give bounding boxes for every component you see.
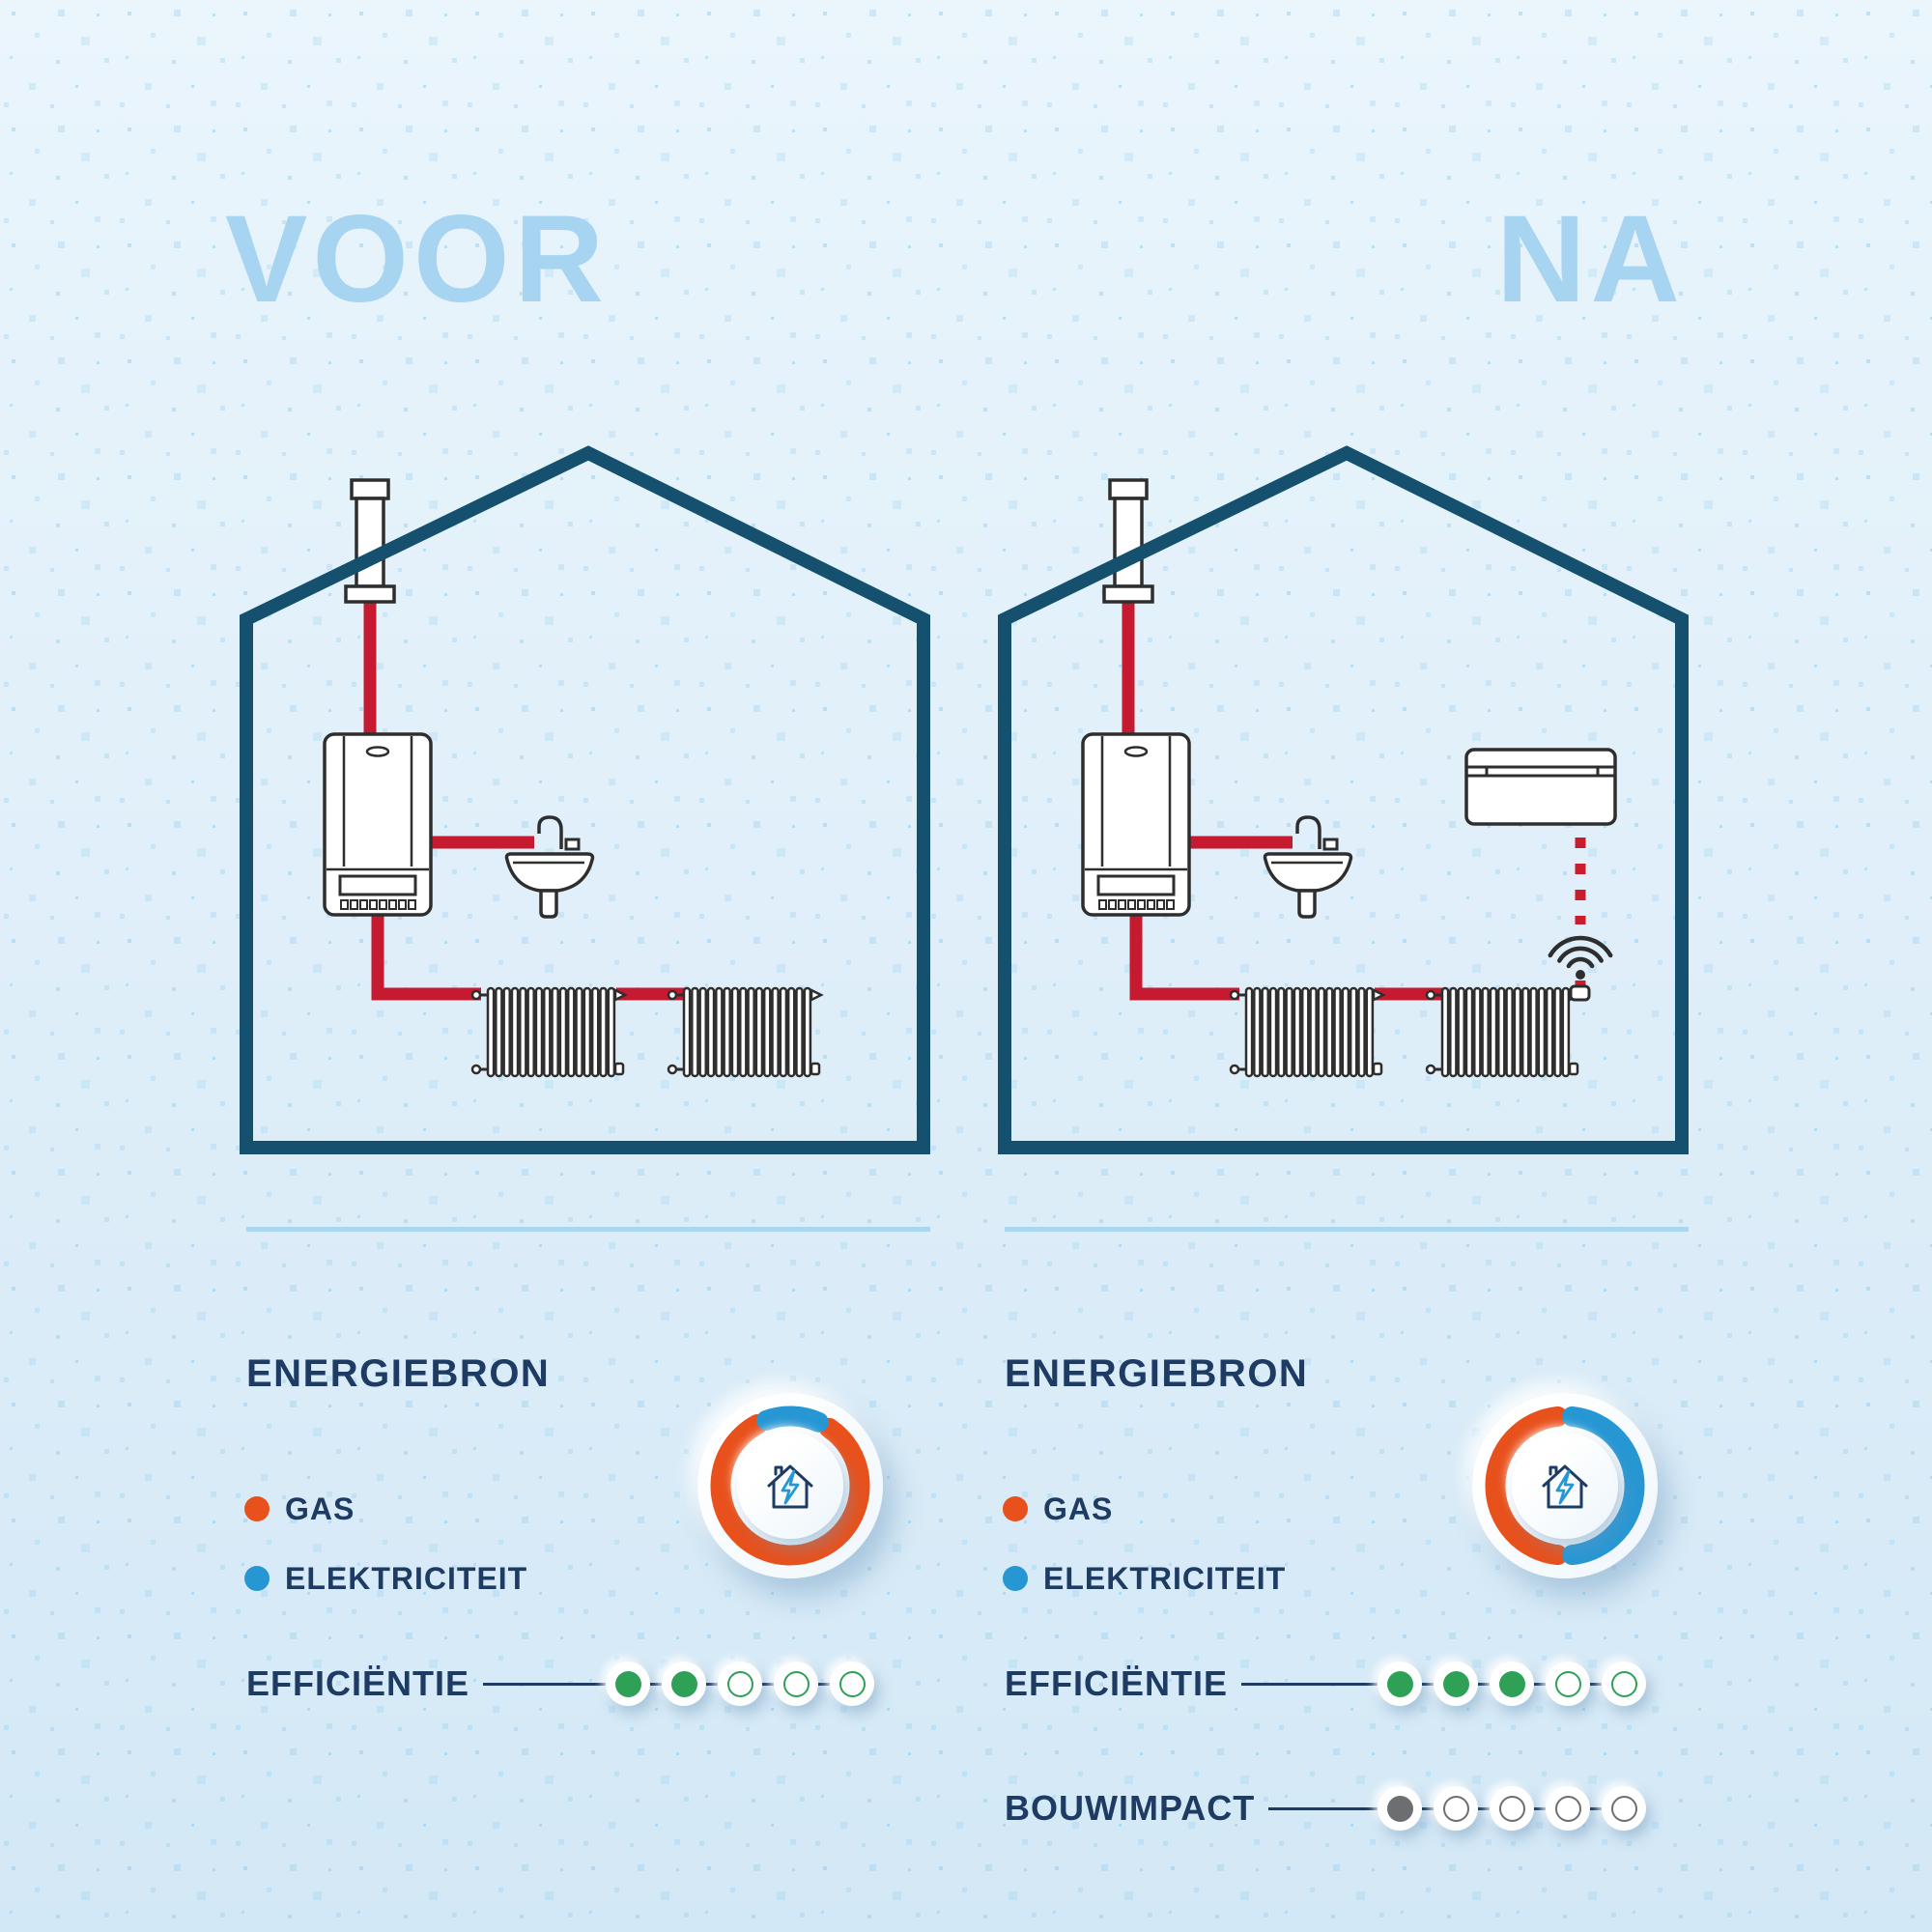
lightning-bolt-icon (781, 1469, 800, 1505)
legend-item-gas: GAS (1003, 1491, 1286, 1526)
rating-dot-filled (1386, 1670, 1413, 1697)
house-before (246, 453, 923, 1148)
rating-label: BOUWIMPACT (1005, 1788, 1256, 1828)
radiator-valve-icon (1569, 984, 1591, 1002)
energy-donut-chart (1485, 1406, 1645, 1566)
rating-dots (606, 1662, 874, 1706)
rating-dots (1378, 1662, 1646, 1706)
rating-dot-empty (1442, 1795, 1469, 1822)
legend-item-electricity: ELEKTRICITEIT (1003, 1560, 1287, 1596)
house-energy-icon (1542, 1464, 1588, 1509)
divider (246, 1227, 930, 1232)
legend-item-gas: GAS (244, 1491, 527, 1526)
wifi-icon (1548, 935, 1613, 980)
rating-dot-badge (718, 1662, 762, 1706)
energy-heading-before: ENERGIEBRON (246, 1352, 551, 1395)
rating-dot-badge (774, 1662, 818, 1706)
legend-label: GAS (1043, 1491, 1114, 1526)
dot-connector-dash (1422, 1682, 1434, 1686)
rating-dot-badge (1490, 1786, 1534, 1831)
gas-dot-icon (1003, 1496, 1028, 1521)
rating-dot-badge (606, 1662, 650, 1706)
rating-dot-badge (1490, 1662, 1534, 1706)
rating-dot-filled (614, 1670, 641, 1697)
rating-row-bouwimpact-after: BOUWIMPACT (1005, 1786, 1646, 1831)
gas-dot-icon (244, 1496, 270, 1521)
rating-dot-empty (726, 1670, 753, 1697)
donut-segment-elektriciteit (755, 1406, 829, 1433)
dot-connector-dash (1478, 1806, 1490, 1810)
rating-dot-badge (1546, 1786, 1590, 1831)
dot-connector-dash (1422, 1806, 1434, 1810)
dot-connector-dash (1478, 1682, 1490, 1686)
rating-dot-empty (1610, 1795, 1637, 1822)
rating-dot-filled (1498, 1670, 1525, 1697)
rating-dots (1378, 1786, 1646, 1831)
divider (1005, 1227, 1689, 1232)
rating-row-efficiency-before: EFFICIËNTIE (246, 1662, 874, 1706)
dot-connector-dash (818, 1682, 830, 1686)
dot-connector-dash (1590, 1806, 1602, 1810)
rating-dot-badge (1378, 1662, 1422, 1706)
energy-donut-before (697, 1393, 883, 1578)
donut-segment-gas (1485, 1406, 1568, 1566)
rating-dot-badge (1602, 1786, 1646, 1831)
connector-line (1241, 1682, 1378, 1686)
donut-segment-elektriciteit (1562, 1406, 1645, 1566)
dot-connector-dash (706, 1682, 718, 1686)
dot-connector-dash (650, 1682, 662, 1686)
rating-label: EFFICIËNTIE (1005, 1663, 1229, 1703)
rating-row-efficiency-after: EFFICIËNTIE (1005, 1662, 1646, 1706)
energy-legend-before: GAS ELEKTRICITEIT (244, 1491, 528, 1596)
rating-dot-filled (1386, 1795, 1413, 1822)
energy-heading-after: ENERGIEBRON (1005, 1352, 1309, 1395)
electricity-dot-icon (244, 1566, 270, 1591)
rating-dot-empty (782, 1670, 810, 1697)
energy-donut-after (1472, 1393, 1658, 1578)
rating-dot-badge (830, 1662, 874, 1706)
legend-item-electricity: ELEKTRICITEIT (244, 1560, 528, 1596)
house-energy-icon (767, 1464, 813, 1509)
rating-dot-filled (670, 1670, 697, 1697)
connector-line (1268, 1806, 1378, 1810)
legend-label: GAS (285, 1491, 355, 1526)
dot-connector-dash (1534, 1806, 1546, 1810)
rating-dot-badge (1434, 1662, 1478, 1706)
rating-dot-empty (1554, 1795, 1581, 1822)
energy-donut-chart (710, 1406, 870, 1566)
rating-dot-badge (662, 1662, 706, 1706)
rating-dot-empty (1610, 1670, 1637, 1697)
rating-dot-badge (1434, 1786, 1478, 1831)
legend-label: ELEKTRICITEIT (285, 1560, 528, 1596)
house-before-diagram (240, 440, 930, 1154)
energy-legend-after: GAS ELEKTRICITEIT (1003, 1491, 1287, 1596)
connector-line (483, 1682, 606, 1686)
dot-connector-dash (1590, 1682, 1602, 1686)
rating-dot-filled (1442, 1670, 1469, 1697)
title-before: VOOR (225, 190, 609, 328)
rating-label: EFFICIËNTIE (246, 1663, 470, 1703)
rating-dot-badge (1546, 1662, 1590, 1706)
donut-segment-gas (710, 1413, 870, 1566)
rating-dot-badge (1602, 1662, 1646, 1706)
rating-dot-empty (838, 1670, 866, 1697)
rating-dot-empty (1498, 1795, 1525, 1822)
dot-connector-dash (1534, 1682, 1546, 1686)
lightning-bolt-icon (1555, 1469, 1575, 1505)
title-after: NA (1496, 190, 1685, 328)
legend-label: ELEKTRICITEIT (1043, 1560, 1287, 1596)
house-after-diagram (998, 440, 1689, 1154)
dot-connector-dash (762, 1682, 774, 1686)
rating-dot-badge (1378, 1786, 1422, 1831)
rating-dot-empty (1554, 1670, 1581, 1697)
wall-unit-icon (1464, 748, 1617, 826)
electricity-dot-icon (1003, 1566, 1028, 1591)
